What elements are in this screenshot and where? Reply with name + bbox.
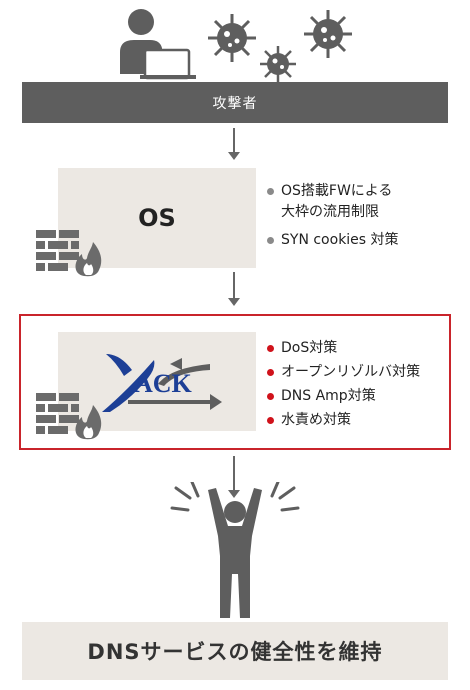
flow-arrow-shaft	[233, 456, 235, 490]
xack-feature-item: DNS Amp対策	[267, 384, 420, 408]
firewall-icon	[36, 393, 102, 440]
attacker-label: 攻撃者	[212, 95, 258, 112]
os-feature-item: OS搭載FWによる 大枠の流用制限	[267, 181, 399, 223]
xack-feature-text: オープンリゾルバ対策	[281, 364, 421, 380]
xack-feature-text: DoS対策	[281, 340, 338, 356]
result-label: DNSサービスの健全性を維持	[87, 640, 383, 664]
bullet-dot-icon	[267, 393, 274, 400]
firewall-icon	[36, 230, 102, 277]
flow-arrow-shaft	[233, 128, 235, 152]
happy-person-icon	[170, 482, 300, 618]
os-feature-text: 大枠の流用制限	[281, 204, 379, 220]
bullet-dot-icon	[267, 188, 274, 195]
result-bar: DNSサービスの健全性を維持	[22, 622, 448, 680]
os-feature-text: OS搭載FWによる	[281, 183, 393, 199]
xack-feature-text: DNS Amp対策	[281, 388, 376, 404]
attacker-illustration	[120, 9, 352, 82]
bullet-dot-icon	[267, 345, 274, 352]
xack-logo: ACK	[102, 354, 222, 412]
flow-arrow-head	[228, 490, 240, 498]
os-feature-text: SYN cookies 対策	[281, 232, 399, 248]
virus-icon	[208, 14, 256, 62]
os-feature-item: SYN cookies 対策	[267, 230, 399, 251]
virus-icon	[304, 10, 352, 58]
virus-icon	[260, 46, 296, 82]
os-layer-title: OS	[138, 204, 176, 232]
laptop-icon	[140, 48, 196, 80]
os-feature-list: OS搭載FWによる 大枠の流用制限 SYN cookies 対策	[267, 181, 399, 251]
bullet-dot-icon	[267, 417, 274, 424]
svg-text:ACK: ACK	[134, 369, 193, 398]
xack-feature-item: DoS対策	[267, 336, 420, 360]
flow-arrow-shaft	[233, 272, 235, 298]
attacker-bar: 攻撃者	[22, 82, 448, 123]
flow-arrow-head	[228, 298, 240, 306]
xack-feature-item: 水責め対策	[267, 408, 420, 432]
xack-feature-list: DoS対策 オープンリゾルバ対策 DNS Amp対策 水責め対策	[267, 336, 420, 432]
flow-arrow-head	[228, 152, 240, 160]
xack-feature-text: 水責め対策	[281, 412, 351, 428]
xack-feature-item: オープンリゾルバ対策	[267, 360, 420, 384]
bullet-dot-icon	[267, 237, 274, 244]
bullet-dot-icon	[267, 369, 274, 376]
